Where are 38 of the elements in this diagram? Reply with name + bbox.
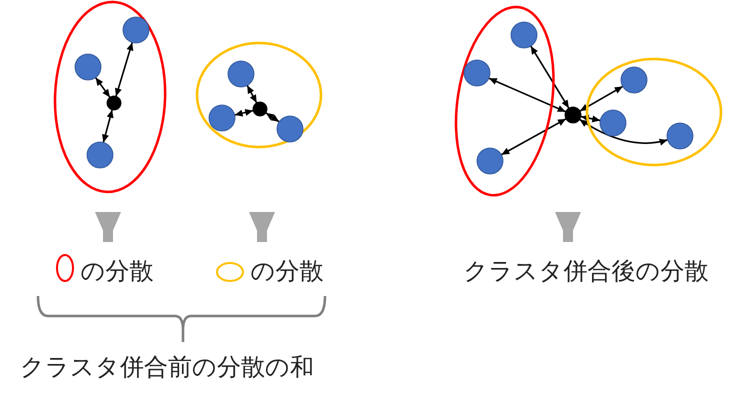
arrow <box>114 42 134 97</box>
arrow <box>265 112 280 122</box>
variance-label: の分散 <box>80 256 154 286</box>
data-point <box>510 22 537 48</box>
data-point <box>464 60 490 86</box>
sum-label: クラスタ併合前の分散の和 <box>20 352 314 382</box>
data-point <box>74 54 101 80</box>
arrow <box>488 77 566 113</box>
block-arrow <box>249 212 275 242</box>
arrow <box>579 118 668 146</box>
block-arrow <box>95 212 121 242</box>
data-point <box>228 61 254 87</box>
arrow <box>246 85 258 104</box>
cluster-ellipse <box>52 0 168 194</box>
arrow <box>102 110 114 143</box>
data-point <box>476 148 503 174</box>
cluster-ellipse <box>454 4 556 198</box>
variance-label: の分散 <box>250 256 324 286</box>
cluster-ellipse <box>195 41 323 149</box>
arrow <box>94 77 111 98</box>
arrow <box>234 109 254 117</box>
data-point <box>86 142 113 168</box>
data-point <box>122 16 149 43</box>
data-point <box>209 105 235 131</box>
arrow <box>580 114 600 122</box>
centroid-point <box>253 102 267 116</box>
arrow <box>500 118 566 156</box>
data-point <box>600 110 626 136</box>
arrow <box>580 86 624 112</box>
data-point <box>621 67 647 93</box>
block-arrow <box>555 212 581 242</box>
arrow <box>530 46 570 109</box>
variance-label: クラスタ併合後の分散 <box>464 256 708 286</box>
centroid-point <box>106 96 121 110</box>
data-point <box>277 116 303 142</box>
cluster-ellipse <box>585 57 723 167</box>
centroid-point <box>565 107 581 123</box>
data-point <box>667 123 693 149</box>
